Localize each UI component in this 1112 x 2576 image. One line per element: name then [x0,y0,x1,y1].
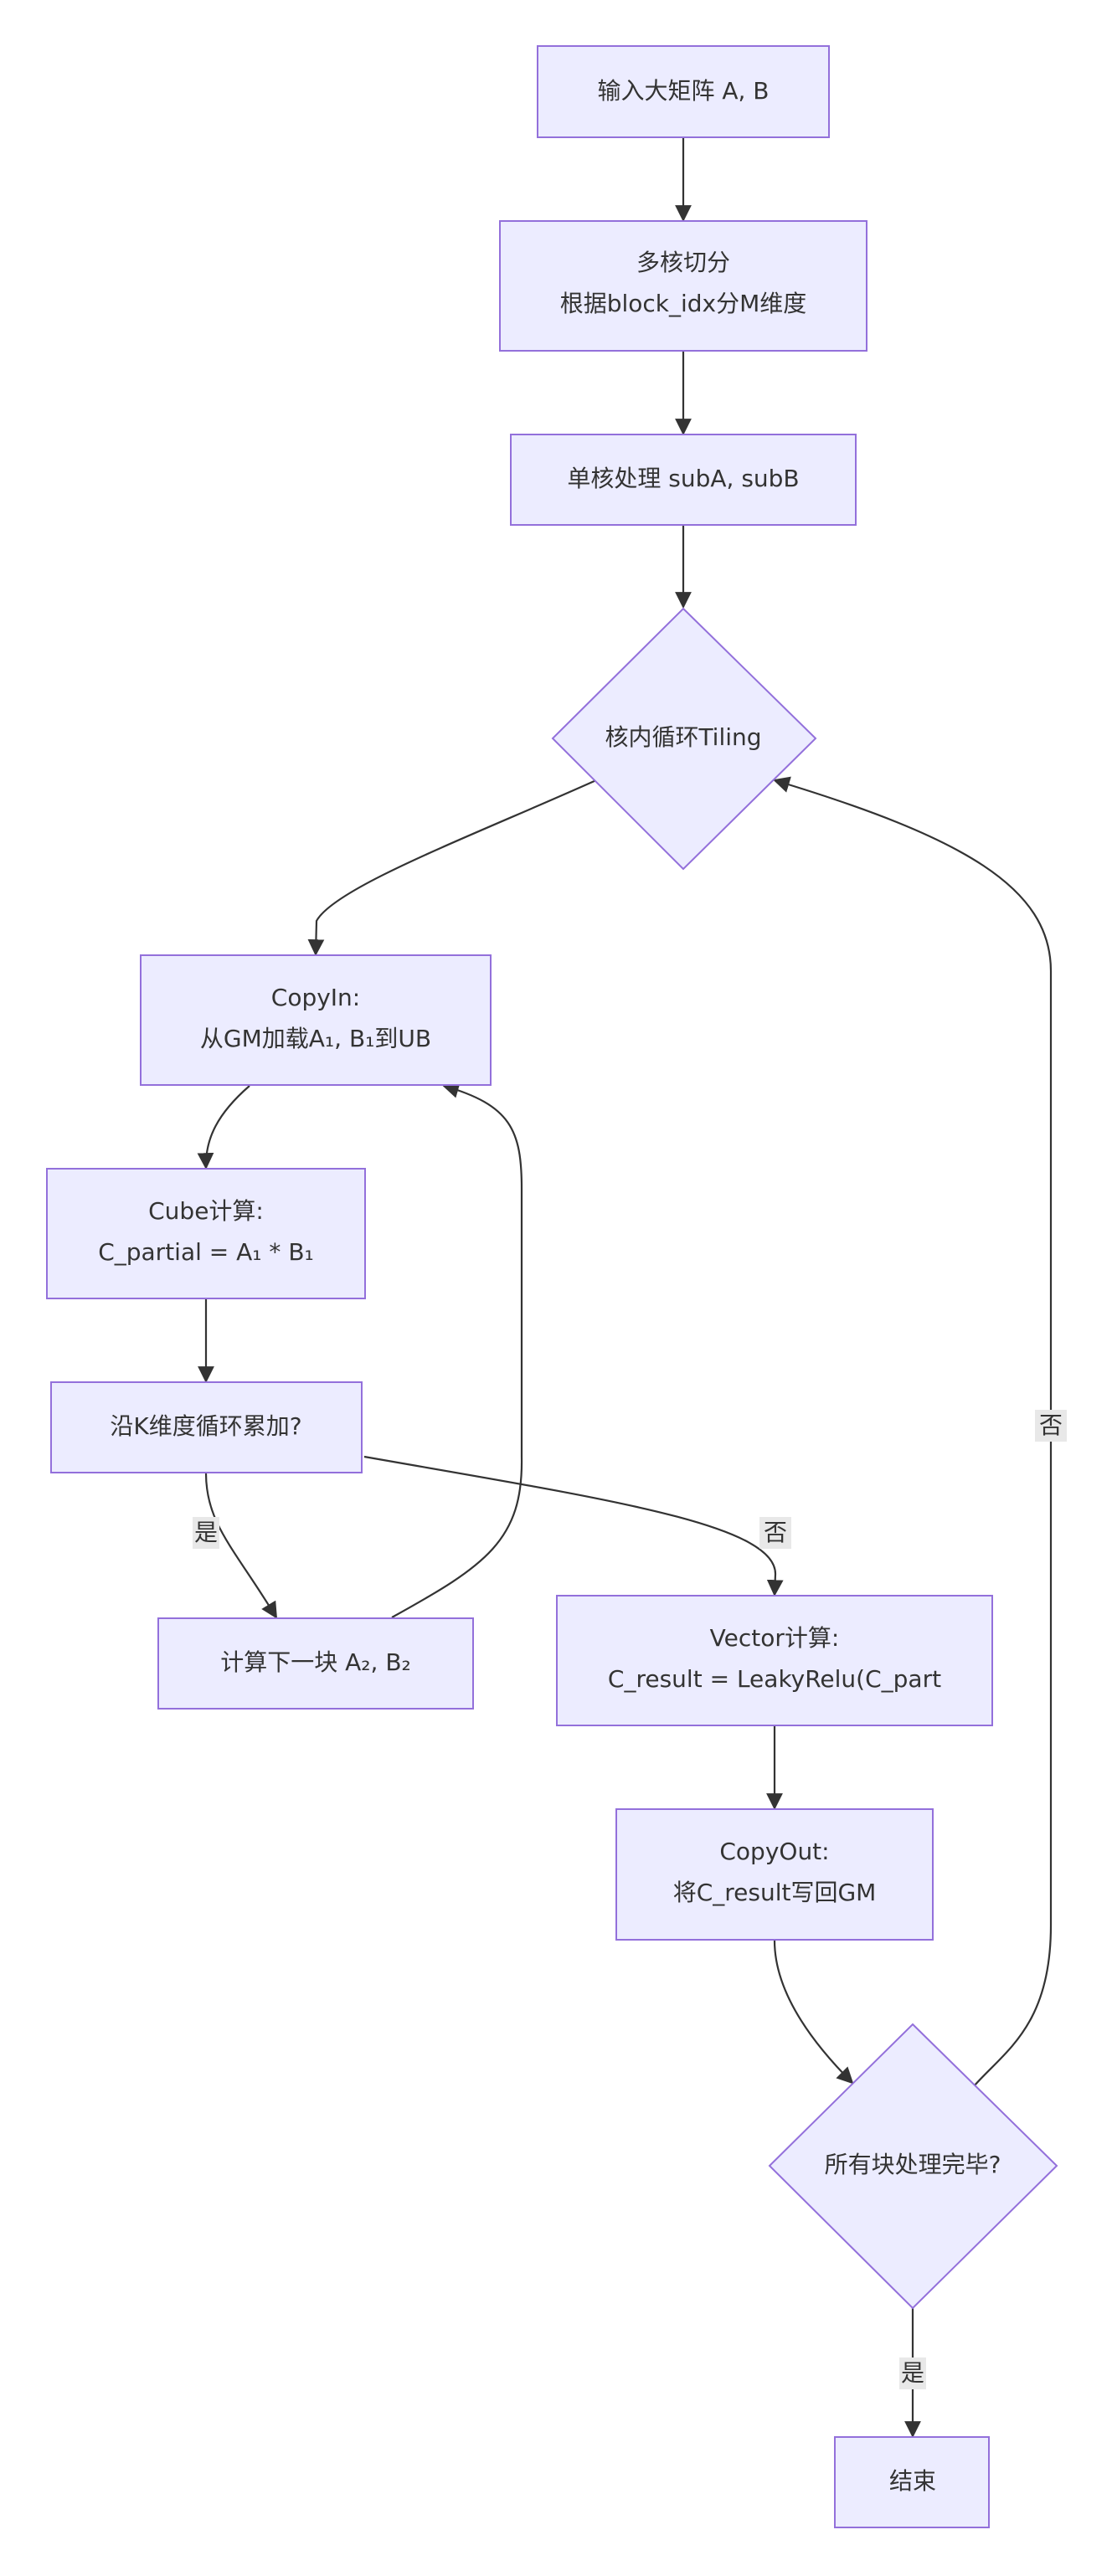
svg-text:C_result = LeakyRelu(C_part: C_result = LeakyRelu(C_part [608,1665,941,1693]
edge-copyout-alldone [773,1940,854,2085]
svg-text:Cube计算:: Cube计算: [148,1197,264,1225]
svg-text:多核切分: 多核切分 [636,249,730,276]
edge-kloop-nextblock [204,1473,278,1619]
node-input: 输入大矩阵 A, B [537,45,830,138]
svg-text:从GM加载A₁, B₁到UB: 从GM加载A₁, B₁到UB [200,1025,431,1052]
svg-text:否: 否 [1039,1411,1063,1439]
svg-text:根据block_idx分M维度: 根据block_idx分M维度 [560,290,807,317]
node-nextblock: 计算下一块 A₂, B₂ [157,1617,474,1710]
edge-kloop-vector [363,1455,784,1597]
edge-copyin-cube [197,1085,250,1170]
node-copyout: CopyOut: 将C_result写回GM [615,1808,934,1941]
edge-label-kloop-no: 否 [759,1517,791,1549]
svg-text:核内循环Tiling: 核内循环Tiling [605,723,761,751]
svg-text:输入大矩阵 A, B: 输入大矩阵 A, B [597,77,769,105]
svg-text:沿K维度循环累加?: 沿K维度循环累加? [110,1412,301,1440]
node-vector: Vector计算: C_result = LeakyRelu(C_part [556,1595,993,1726]
node-singlecore: 单核处理 subA, subB [510,434,857,526]
svg-text:Vector计算:: Vector计算: [710,1624,840,1652]
node-multicore: 多核切分 根据block_idx分M维度 [499,220,867,352]
svg-text:CopyIn:: CopyIn: [271,984,360,1011]
svg-text:所有块处理完毕?: 所有块处理完毕? [825,2151,1001,2178]
node-alldone: 所有块处理完毕? [768,2023,1058,2310]
svg-text:结束: 结束 [889,2467,936,2495]
edge-label-alldone-no: 否 [1035,1410,1067,1442]
svg-text:计算下一块 A₂, B₂: 计算下一块 A₂, B₂ [220,1648,411,1676]
node-end: 结束 [834,2436,990,2528]
svg-text:C_partial = A₁ * B₁: C_partial = A₁ * B₁ [98,1238,314,1266]
edge-tiling-copyin [307,779,597,956]
node-cube: Cube计算: C_partial = A₁ * B₁ [46,1168,366,1299]
svg-text:否: 否 [764,1519,787,1546]
node-tiling: 核内循环Tiling [551,607,817,871]
svg-text:是: 是 [901,2359,924,2387]
edge-label-alldone-yes: 是 [899,2357,926,2389]
svg-text:将C_result写回GM: 将C_result写回GM [673,1879,877,1906]
edge-nextblock-copyin [391,1082,523,1618]
edge-alldone-tiling [773,776,1053,2087]
node-copyin: CopyIn: 从GM加载A₁, B₁到UB [140,954,492,1086]
svg-text:是: 是 [194,1519,218,1546]
edge-label-kloop-yes: 是 [193,1517,219,1549]
svg-text:CopyOut:: CopyOut: [719,1838,829,1865]
svg-text:单核处理 subA, subB: 单核处理 subA, subB [567,465,799,492]
node-kloop: 沿K维度循环累加? [50,1381,363,1473]
